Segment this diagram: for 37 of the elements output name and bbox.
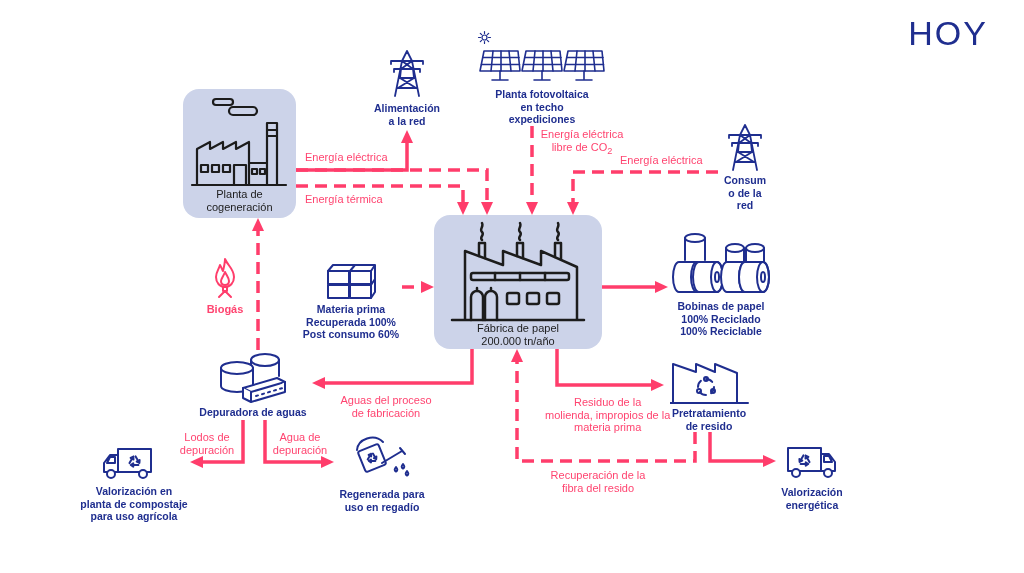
arrow — [567, 170, 718, 215]
arrow — [555, 349, 664, 391]
node-label: Materia prima Recuperada 100% Post consumo 60% — [302, 303, 400, 341]
edge-label: Lodos de depuración — [179, 431, 235, 456]
edge-label: Energía térmica — [305, 193, 383, 206]
process-box — [434, 215, 602, 349]
arrow — [296, 184, 469, 215]
edge-label: Agua de depuración — [272, 431, 328, 456]
edge-label: Residuo de la molienda, impropios de la materia prima — [545, 396, 671, 434]
title: HOY — [908, 14, 988, 52]
node-label: Regenerada para uso en regadío — [339, 488, 425, 513]
arrow — [511, 349, 697, 463]
node-label: Valorización en planta de compostaje para uso agrícola — [80, 485, 188, 523]
arrow — [708, 432, 776, 467]
node-label: Depuradora de aguas — [199, 406, 307, 419]
arrow — [252, 218, 264, 350]
node-label: Valorización energética — [781, 486, 843, 511]
node-label: Fábrica de papel 200.000 tn/año — [477, 322, 559, 347]
arrow — [526, 126, 538, 215]
edge-label: Aguas del proceso de fabricación — [340, 394, 432, 419]
edge-label: Biogás — [206, 303, 244, 316]
arrow — [296, 168, 493, 215]
arrow — [402, 281, 434, 293]
edge-label: Recuperación de la fibra del resido — [550, 469, 646, 494]
arrow — [263, 420, 334, 468]
node-label: Planta fotovoltaica en techo expediciones — [495, 88, 589, 126]
edge-label: Energía eléctrica — [305, 151, 388, 164]
node-label: Consumo de la red — [723, 174, 767, 212]
node-label: Planta de cogeneración — [206, 188, 273, 213]
arrow — [190, 420, 245, 468]
edge-label: Energía eléctrica — [620, 154, 703, 167]
arrow — [602, 281, 668, 293]
node-label: Bobinas de papel 100% Reciclado 100% Reciclable — [677, 300, 765, 338]
arrow — [312, 349, 474, 389]
node-label: Pretratamiento de resido — [671, 407, 747, 432]
process-box — [183, 89, 296, 218]
node-label: Alimentación a la red — [374, 102, 440, 127]
